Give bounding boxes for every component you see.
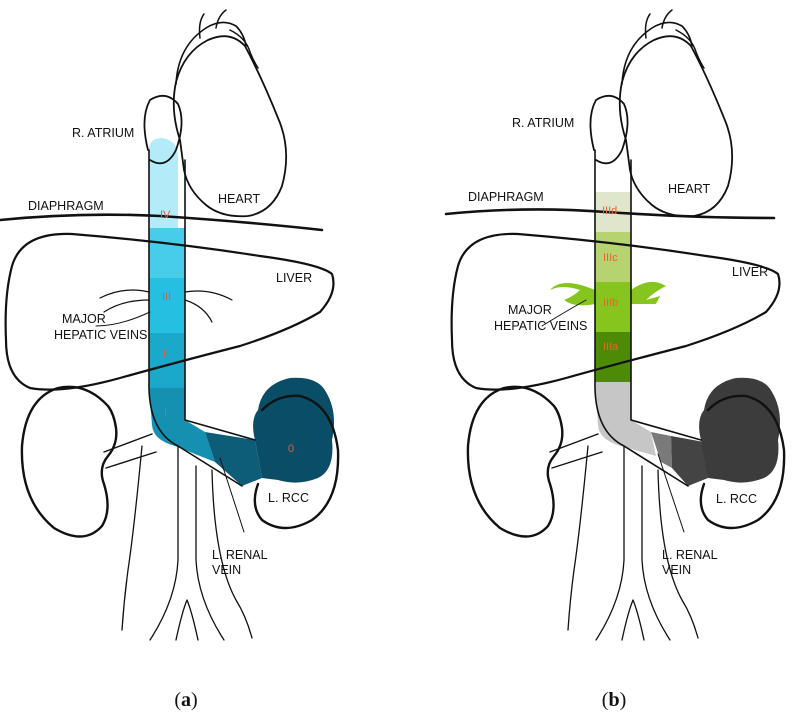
hepatic-pointer-b: [541, 299, 587, 327]
label-atrium-b: R. ATRIUM: [512, 116, 574, 130]
level-iv-region: [149, 138, 178, 228]
left-kidney-outline-b: [699, 394, 786, 530]
label-liver: LIVER: [276, 271, 312, 285]
label-hepatic-line1-b: MAJOR: [508, 303, 552, 317]
hepatic-vein-left-1: [99, 289, 150, 299]
level-iiia-region: [595, 332, 631, 382]
renal-pointer-b: [657, 453, 685, 533]
level-ii-text: II: [163, 348, 169, 360]
label-renal-line2-b: VEIN: [662, 563, 691, 577]
aorta-branch-1: [198, 13, 205, 39]
iliac-fork: [175, 599, 199, 641]
level-iii-text: III: [162, 291, 171, 303]
tumor-mass-b: [699, 377, 780, 483]
heart-outline: [172, 35, 288, 218]
left-aorta-outer: [211, 469, 253, 639]
label-renal-line2: VEIN: [212, 563, 241, 577]
label-heart: HEART: [218, 192, 261, 206]
right-atrium-outline: [143, 94, 183, 165]
tumor-mass: [253, 377, 334, 483]
ivc-outline-right: [184, 159, 256, 441]
aorta-arch-b: [621, 21, 693, 85]
label-liver-b: LIVER: [732, 265, 768, 279]
abdominal-aorta-right-b: [641, 465, 671, 641]
abdominal-aorta-left: [149, 445, 179, 641]
level-i-region: [149, 388, 215, 462]
label-hepatic-line1: MAJOR: [62, 312, 106, 326]
aorta-branch-3-b: [675, 29, 705, 69]
label-rcc: L. RCC: [268, 491, 309, 505]
aorta-arch: [175, 21, 247, 85]
right-aorta-outer-b: [567, 445, 589, 631]
label-diaphragm-b: DIAPHRAGM: [468, 190, 544, 204]
hepatic-vein-right-2: [184, 299, 213, 323]
abdominal-aorta-left-b: [595, 445, 625, 641]
ivc-outline-right-b: [630, 159, 702, 441]
hepatic-vein-left-2: [103, 299, 150, 313]
level-iiic-text: IIIc: [603, 252, 618, 264]
left-kidney-outline: [253, 394, 340, 530]
right-renal-vein-2: [105, 451, 157, 469]
liver-outline-b: [450, 232, 781, 391]
aorta-branch-2: [215, 9, 227, 29]
iliac-fork-b: [621, 599, 645, 641]
level-i-text: I: [164, 407, 167, 419]
level-iii-upper-region: [149, 228, 185, 278]
diaphragm-line: [0, 213, 324, 232]
label-heart-b: HEART: [668, 182, 711, 196]
heart-outline-b: [618, 35, 734, 218]
label-hepatic-line2: HEPATIC VEINS: [54, 328, 147, 342]
panel-a: R. ATRIUM HEART DIAPHRAGM LIVER MAJOR HE…: [0, 9, 340, 711]
level-iiid-text: IIId: [602, 205, 617, 217]
right-kidney-outline: [20, 385, 118, 538]
renal-vein-upper-region: [651, 432, 672, 468]
right-kidney-outline-b: [466, 385, 564, 538]
ivc-outline-left: [148, 149, 243, 487]
left-aorta-outer-b: [657, 469, 699, 639]
abdominal-aorta-right: [195, 465, 225, 641]
caption-a: (a): [174, 689, 197, 711]
label-hepatic-line2-b: HEPATIC VEINS: [494, 319, 587, 333]
aorta-branch-1-b: [644, 13, 651, 39]
label-rcc-b: L. RCC: [716, 492, 757, 506]
level-iiib-text: IIIb: [603, 297, 618, 309]
label-diaphragm: DIAPHRAGM: [28, 199, 104, 213]
caption-b: (b): [602, 689, 626, 711]
level-iiia-text: IIIa: [603, 341, 619, 353]
label-renal-line1-b: L. RENAL: [662, 548, 718, 562]
level-ii-region: [149, 333, 185, 388]
right-atrium-outline-b: [589, 94, 629, 165]
panel-b: R. ATRIUM HEART DIAPHRAGM LIVER MAJOR HE…: [444, 9, 786, 711]
level-iii-region: [149, 278, 185, 333]
ivc-levels-a: [149, 138, 334, 486]
level-iiic-region: [595, 232, 631, 282]
hepatic-vein-right-1: [184, 290, 233, 301]
hepatic-pointer: [95, 311, 151, 327]
ivc-outline-left-b: [594, 149, 689, 487]
level-0-text: 0: [288, 443, 294, 455]
aorta-branch-3: [229, 29, 259, 69]
aorta-branch-2-b: [661, 9, 673, 29]
level-0-vein-region: [205, 432, 262, 486]
right-renal-vein-b: [549, 433, 599, 453]
label-renal-line1: L. RENAL: [212, 548, 268, 562]
right-aorta-outer: [121, 445, 143, 631]
right-renal-vein-2-b: [551, 451, 603, 469]
level-iiib-region: [550, 281, 666, 332]
ivc-levels-b: [550, 192, 780, 486]
below-iiia-region: [595, 382, 656, 456]
level-iv-text: IV: [160, 209, 171, 221]
diaphragm-line-b: [444, 208, 776, 220]
renal-vein-lower-region: [671, 436, 708, 486]
label-atrium: R. ATRIUM: [72, 126, 134, 140]
right-renal-vein: [103, 433, 153, 453]
renal-pointer: [219, 457, 245, 533]
liver-outline: [4, 232, 335, 391]
